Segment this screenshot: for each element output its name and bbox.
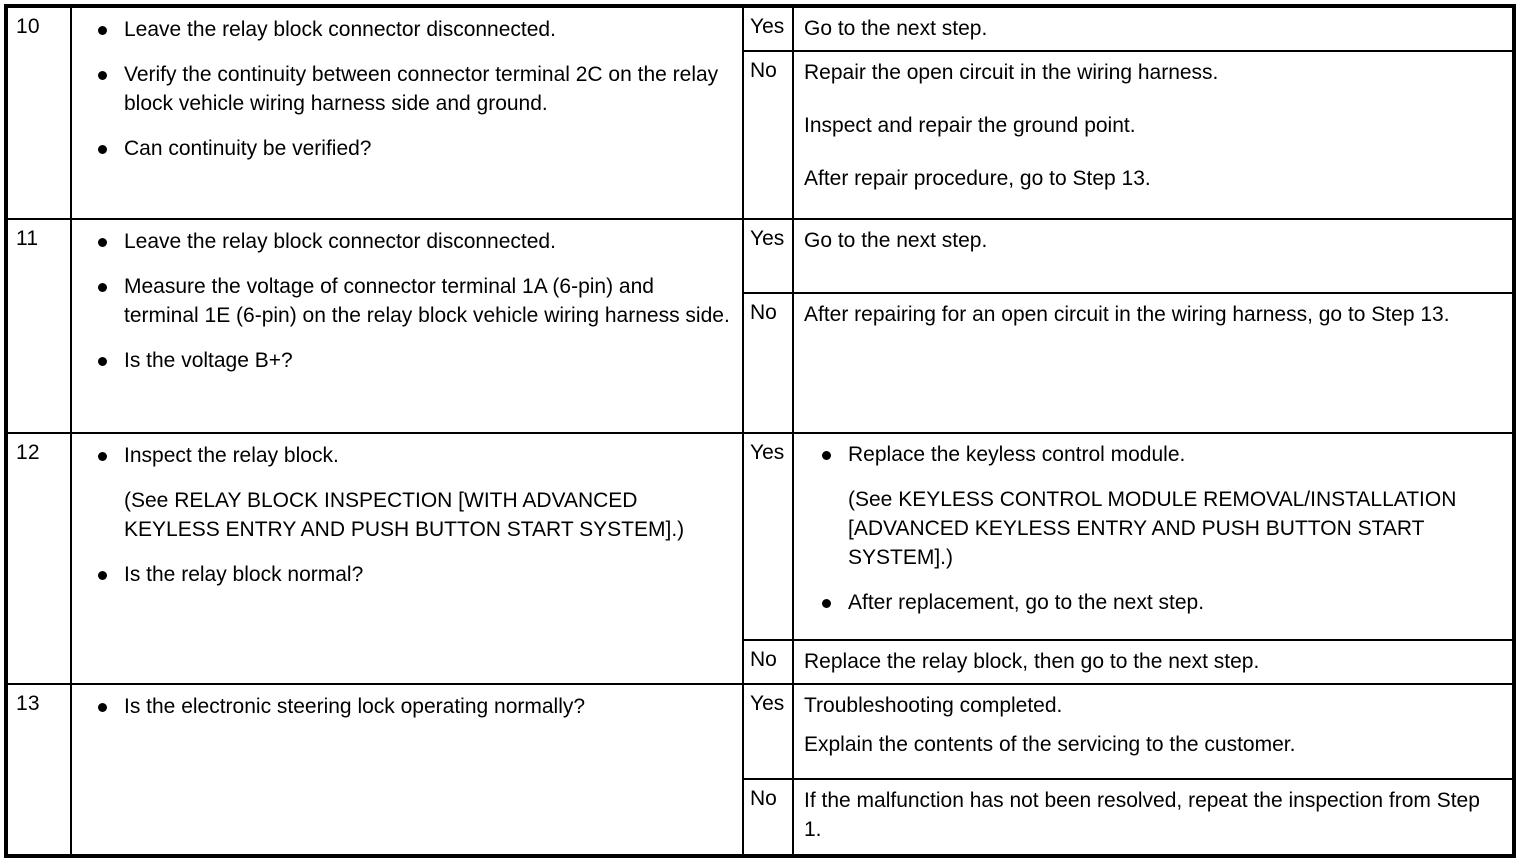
table-row: 11 Leave the relay block connector disco… bbox=[8, 220, 1512, 434]
step-answers-cell: Yes Troubleshooting completed. Explain t… bbox=[744, 685, 1512, 854]
bullet-dot-icon bbox=[98, 238, 107, 247]
procedure-text: Is the relay block normal? bbox=[124, 562, 364, 586]
answer-row-yes: Yes Go to the next step. bbox=[744, 8, 1512, 52]
bullet-dot-icon bbox=[822, 598, 831, 608]
step-number-cell: 12 bbox=[8, 434, 72, 683]
answer-row-yes: Yes Go to the next step. bbox=[744, 220, 1512, 294]
answer-text: After replacement, go to the next step. bbox=[848, 590, 1205, 614]
step-procedure-cell: Is the electronic steering lock operatin… bbox=[72, 685, 744, 854]
answer-text: After repairing for an open circuit in t… bbox=[804, 303, 1450, 326]
table-row: 10 Leave the relay block connector disco… bbox=[8, 8, 1512, 220]
answer-body: Replace the relay block, then go to the … bbox=[794, 641, 1512, 683]
answer-row-yes: Yes Troubleshooting completed. Explain t… bbox=[744, 685, 1512, 780]
answer-text: If the malfunction has not been resolved… bbox=[804, 789, 1480, 841]
answer-key: No bbox=[744, 641, 794, 683]
procedure-text: Can continuity be verified? bbox=[124, 136, 372, 160]
bullet-dot-icon bbox=[98, 703, 107, 712]
step-number: 11 bbox=[16, 227, 39, 250]
step-number-cell: 11 bbox=[8, 220, 72, 432]
table-row: 12 Inspect the relay block. (See RELAY B… bbox=[8, 434, 1512, 685]
answer-body: If the malfunction has not been resolved… bbox=[794, 780, 1512, 854]
procedure-text: Verify the continuity between connector … bbox=[124, 62, 719, 115]
answer-body: Go to the next step. bbox=[794, 8, 1512, 50]
answer-text: Replace the keyless control module. bbox=[848, 443, 1186, 466]
step-procedure-cell: Leave the relay block connector disconne… bbox=[72, 8, 744, 218]
troubleshooting-table: 10 Leave the relay block connector disco… bbox=[4, 4, 1516, 858]
procedure-text: Is the electronic steering lock operatin… bbox=[124, 695, 586, 718]
answer-row-no: No After repairing for an open circuit i… bbox=[744, 294, 1512, 432]
answer-key: No bbox=[744, 780, 794, 854]
bullet-dot-icon bbox=[98, 70, 107, 80]
answer-key: Yes bbox=[744, 685, 794, 778]
procedure-bullet: Leave the relay block connector disconne… bbox=[82, 16, 732, 45]
answer-text: Go to the next step. bbox=[804, 229, 988, 252]
answer-key: Yes bbox=[744, 434, 794, 639]
answer-key: Yes bbox=[744, 8, 794, 50]
procedure-bullet: Measure the voltage of connector termina… bbox=[82, 273, 732, 331]
answer-text: Repair the open circuit in the wiring ha… bbox=[804, 61, 1219, 84]
step-procedure-cell: Leave the relay block connector disconne… bbox=[72, 220, 744, 432]
answer-text: Inspect and repair the ground point. bbox=[804, 113, 1136, 137]
procedure-bullet: Is the voltage B+? bbox=[82, 347, 732, 376]
answer-key: No bbox=[744, 52, 794, 218]
answer-bullet: Replace the keyless control module. bbox=[804, 441, 1502, 470]
procedure-text: Is the voltage B+? bbox=[124, 348, 293, 372]
answer-body: After repairing for an open circuit in t… bbox=[794, 294, 1512, 432]
answer-reference: (See KEYLESS CONTROL MODULE REMOVAL/INST… bbox=[848, 487, 1457, 569]
procedure-text: Measure the voltage of connector termina… bbox=[124, 274, 730, 327]
bullet-dot-icon bbox=[98, 144, 107, 154]
answer-row-no: No If the malfunction has not been resol… bbox=[744, 780, 1512, 854]
procedure-bullet: Inspect the relay block. bbox=[82, 442, 732, 471]
procedure-bullet: Is the electronic steering lock operatin… bbox=[82, 693, 732, 722]
step-number-cell: 13 bbox=[8, 685, 72, 854]
answer-text: After repair procedure, go to Step 13. bbox=[804, 166, 1151, 190]
procedure-reference: (See RELAY BLOCK INSPECTION [WITH ADVANC… bbox=[124, 488, 685, 541]
procedure-text: Leave the relay block connector disconne… bbox=[124, 18, 556, 41]
answer-text: Go to the next step. bbox=[804, 17, 988, 40]
step-number: 12 bbox=[16, 441, 40, 464]
procedure-bullet: Leave the relay block connector disconne… bbox=[82, 228, 732, 257]
answer-text: Troubleshooting completed. bbox=[804, 694, 1063, 717]
answer-bullet: After replacement, go to the next step. bbox=[804, 589, 1502, 618]
answer-key: No bbox=[744, 294, 794, 432]
step-number: 13 bbox=[16, 692, 40, 715]
procedure-bullet: Is the relay block normal? bbox=[82, 561, 732, 590]
answer-body: Replace the keyless control module. (See… bbox=[794, 434, 1512, 639]
answer-text: Replace the relay block, then go to the … bbox=[804, 650, 1260, 673]
step-procedure-cell: Inspect the relay block. (See RELAY BLOC… bbox=[72, 434, 744, 683]
answer-text: Explain the contents of the servicing to… bbox=[804, 732, 1296, 756]
answer-row-no: No Replace the relay block, then go to t… bbox=[744, 641, 1512, 683]
procedure-bullet: Can continuity be verified? bbox=[82, 135, 732, 164]
step-number: 10 bbox=[16, 15, 40, 38]
step-number-cell: 10 bbox=[8, 8, 72, 218]
bullet-dot-icon bbox=[822, 451, 831, 460]
answer-row-yes: Yes Replace the keyless control module. … bbox=[744, 434, 1512, 641]
table-row: 13 Is the electronic steering lock opera… bbox=[8, 685, 1512, 854]
bullet-dot-icon bbox=[98, 452, 107, 461]
procedure-text: Leave the relay block connector disconne… bbox=[124, 230, 556, 253]
answer-key: Yes bbox=[744, 220, 794, 292]
procedure-bullet: Verify the continuity between connector … bbox=[82, 61, 732, 119]
step-answers-cell: Yes Replace the keyless control module. … bbox=[744, 434, 1512, 683]
answer-body: Go to the next step. bbox=[794, 220, 1512, 292]
step-answers-cell: Yes Go to the next step. No Repair the o… bbox=[744, 8, 1512, 218]
step-answers-cell: Yes Go to the next step. No After repair… bbox=[744, 220, 1512, 432]
bullet-dot-icon bbox=[98, 356, 107, 366]
answer-body: Repair the open circuit in the wiring ha… bbox=[794, 52, 1512, 218]
bullet-dot-icon bbox=[98, 26, 107, 35]
procedure-text: Inspect the relay block. bbox=[124, 444, 339, 467]
answer-row-no: No Repair the open circuit in the wiring… bbox=[744, 52, 1512, 218]
bullet-dot-icon bbox=[98, 282, 107, 292]
bullet-dot-icon bbox=[98, 570, 107, 580]
answer-body: Troubleshooting completed. Explain the c… bbox=[794, 685, 1512, 778]
